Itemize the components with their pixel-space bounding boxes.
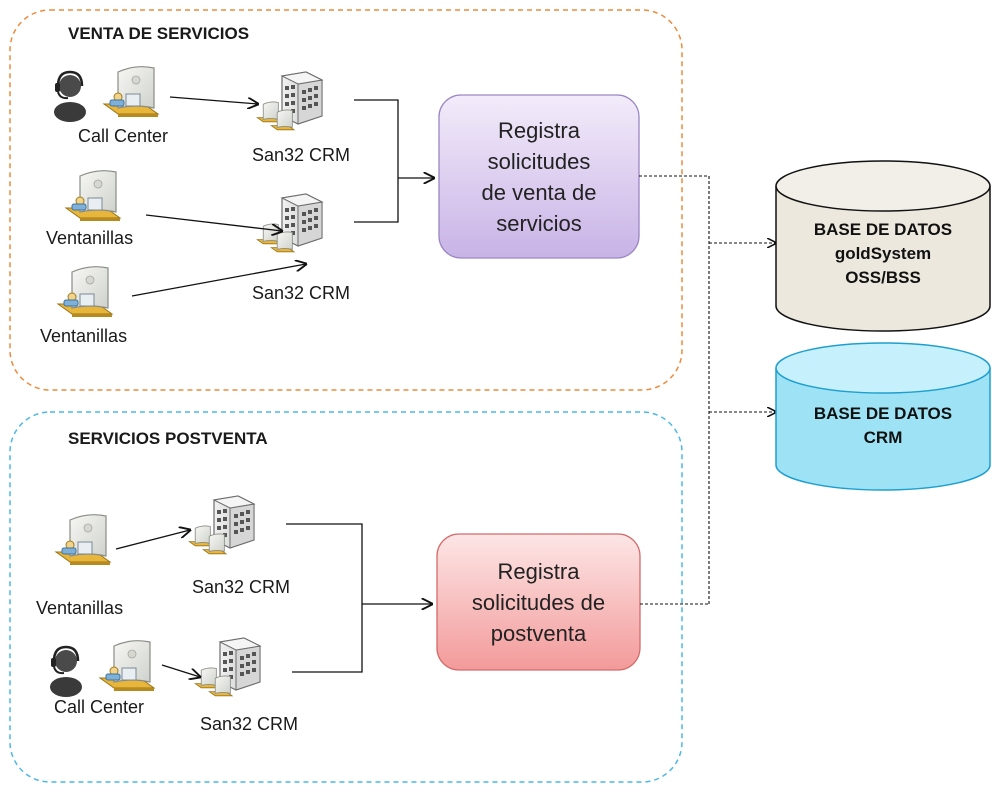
crm-server-icon	[256, 71, 323, 131]
process-venta-line: solicitudes	[487, 148, 591, 174]
process-postventa-line: solicitudes de	[471, 589, 606, 615]
process-venta-line: servicios	[496, 210, 582, 236]
process-postventa-line: Registra	[497, 558, 580, 584]
process-venta-line: Registra	[498, 117, 580, 143]
channel-label: Call Center	[54, 697, 145, 717]
connector-servers-to-process	[292, 604, 363, 673]
connector-ventanillas-to-server	[115, 530, 190, 550]
call-center-agent-icon	[52, 70, 88, 124]
crm-server-icon	[188, 495, 255, 555]
venta-group-title: VENTA DE SERVICIOS	[68, 24, 250, 43]
call-center-agent-icon	[48, 645, 84, 699]
venta-group-border	[9, 9, 683, 391]
database-goldsystem-label: BASE DE DATOS goldSystem OSS/BSS	[776, 218, 990, 290]
database-label-line: CRM	[863, 428, 903, 447]
process-venta-label: Registra solicitudes de venta de servici…	[439, 95, 639, 258]
channel-label: Ventanillas	[40, 326, 128, 346]
process-venta-line: de venta de	[481, 179, 597, 205]
channel-label: Ventanillas	[36, 598, 124, 618]
database-label-line: BASE DE DATOS	[813, 404, 953, 423]
database-crm-label: BASE DE DATOS CRM	[776, 402, 990, 450]
database-crm-cylinder	[775, 342, 991, 491]
database-goldsystem-cylinder	[775, 160, 991, 332]
database-label-line: BASE DE DATOS	[813, 220, 953, 239]
process-postventa-box	[436, 533, 641, 671]
connector-callcenter-to-server	[169, 96, 258, 104]
server-label: San32 CRM	[252, 283, 351, 303]
server-label: San32 CRM	[192, 577, 291, 597]
connector-ventanillas-to-server	[131, 264, 306, 297]
postventa-group-title: SERVICIOS POSTVENTA	[68, 429, 268, 448]
process-postventa-label: Registra solicitudes de postventa	[437, 534, 640, 670]
service-counter-icon	[55, 514, 111, 566]
database-label-line: OSS/BSS	[845, 268, 921, 287]
crm-server-icon	[194, 637, 261, 697]
channel-label: Call Center	[78, 126, 169, 146]
connector-servers-to-process	[354, 99, 399, 178]
channel-label: Ventanillas	[46, 228, 134, 248]
connector-servers-to-process	[286, 523, 363, 604]
service-counter-icon	[65, 170, 121, 222]
connector-servers-to-process	[354, 178, 399, 223]
service-counter-icon	[57, 266, 113, 318]
service-counter-icon	[99, 640, 155, 692]
service-counter-icon	[103, 66, 159, 118]
connector-venta-to-databases	[639, 175, 710, 604]
database-label-line: goldSystem	[834, 244, 932, 263]
connector-ventanillas-to-server	[145, 214, 282, 231]
server-label: San32 CRM	[252, 145, 351, 165]
crm-server-icon	[256, 193, 323, 253]
connector-callcenter-to-server	[161, 664, 200, 677]
process-postventa-line: postventa	[490, 620, 587, 646]
server-label: San32 CRM	[200, 714, 299, 734]
